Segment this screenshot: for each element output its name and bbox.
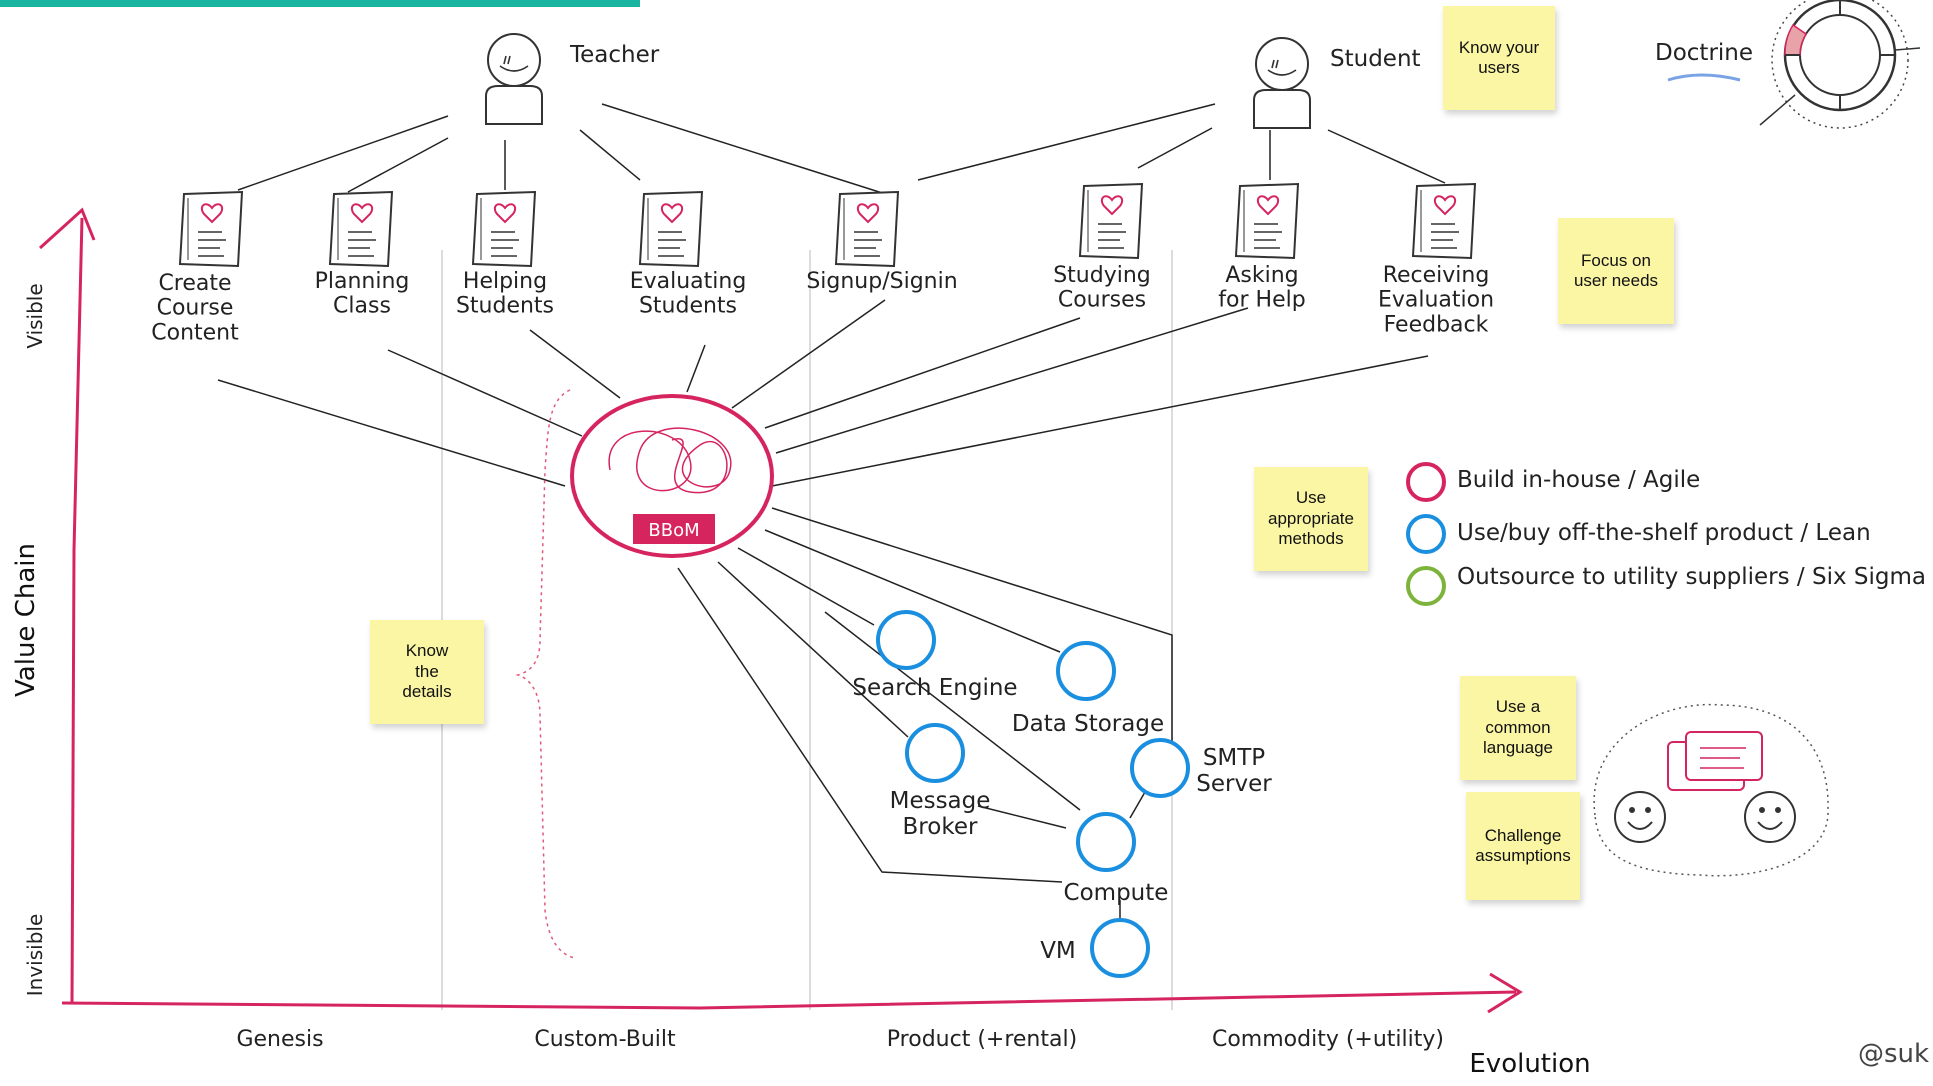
smiley-left-icon <box>1614 791 1666 843</box>
legend-outsource-swatch <box>1406 566 1446 606</box>
smtp-server-circle <box>1130 738 1190 798</box>
bbom-label: BBoM <box>648 520 699 541</box>
need-signup-label: Signup/Signin <box>806 269 957 294</box>
bbom-node: BBoM <box>570 394 774 558</box>
common-language-illustration <box>1593 703 1829 877</box>
sticky-challenge-assumptions: Challenge assumptions <box>1466 792 1580 900</box>
sticky-know-your-users: Know your users <box>1443 6 1555 110</box>
sticky-use-common-language: Use a common language <box>1460 676 1576 780</box>
stage-custom-built: Custom-Built <box>534 1027 676 1052</box>
need-document-icons <box>179 183 1476 267</box>
doctrine-underline <box>1667 73 1741 82</box>
legend-outsource-label: Outsource to utility suppliers / Six Sig… <box>1457 564 1926 590</box>
legend-buy-label: Use/buy off-the-shelf product / Lean <box>1457 520 1871 546</box>
smiley-right-icon <box>1744 791 1796 843</box>
search-engine-circle <box>876 610 936 670</box>
stage-commodity: Commodity (+utility) <box>1212 1027 1444 1052</box>
compute-label: Compute <box>1064 880 1169 906</box>
speech-bubbles-icon <box>1667 731 1763 791</box>
sticky-use-appropriate-methods: Use appropriate methods <box>1254 467 1368 571</box>
evolution-axis-title: Evolution <box>1469 1049 1590 1079</box>
sticky-focus-on-user-needs: Focus on user needs <box>1558 218 1674 324</box>
vm-circle <box>1090 918 1150 978</box>
axes <box>38 207 1523 1014</box>
teacher-label: Teacher <box>569 42 660 68</box>
data-storage-label: Data Storage <box>1012 711 1164 737</box>
message-broker-circle <box>905 723 965 783</box>
legend-buy-swatch <box>1406 514 1446 554</box>
need-links <box>217 299 1429 487</box>
legend-build-label: Build in-house / Agile <box>1457 467 1700 493</box>
doctrine-label: Doctrine <box>1655 40 1753 66</box>
compute-circle <box>1076 812 1136 872</box>
actor-links <box>237 103 1446 198</box>
search-engine-label: Search Engine <box>852 675 1017 701</box>
data-storage-circle <box>1056 641 1116 701</box>
author-handle: @suk <box>1858 1039 1929 1069</box>
value-chain-axis-title: Value Chain <box>11 543 41 697</box>
stage-product: Product (+rental) <box>887 1027 1077 1052</box>
vm-label: VM <box>1040 938 1076 964</box>
stage-dividers <box>441 250 1173 1010</box>
visible-label: Visible <box>23 283 47 348</box>
student-label: Student <box>1330 46 1421 72</box>
stage-genesis: Genesis <box>236 1027 323 1052</box>
top-accent-bar <box>0 0 640 7</box>
invisible-label: Invisible <box>23 914 47 997</box>
doctrine-wheel-icon <box>1759 0 1921 129</box>
component-circles <box>876 610 1190 978</box>
student-actor-icon <box>1253 37 1311 129</box>
component-links <box>677 507 1173 920</box>
legend: Build in-house / Agile Use/buy off-the-s… <box>1406 462 1926 606</box>
teacher-actor-icon <box>485 33 543 125</box>
sticky-know-the-details: Know the details <box>370 620 484 724</box>
details-brace <box>515 389 576 959</box>
legend-build-swatch <box>1406 462 1446 502</box>
